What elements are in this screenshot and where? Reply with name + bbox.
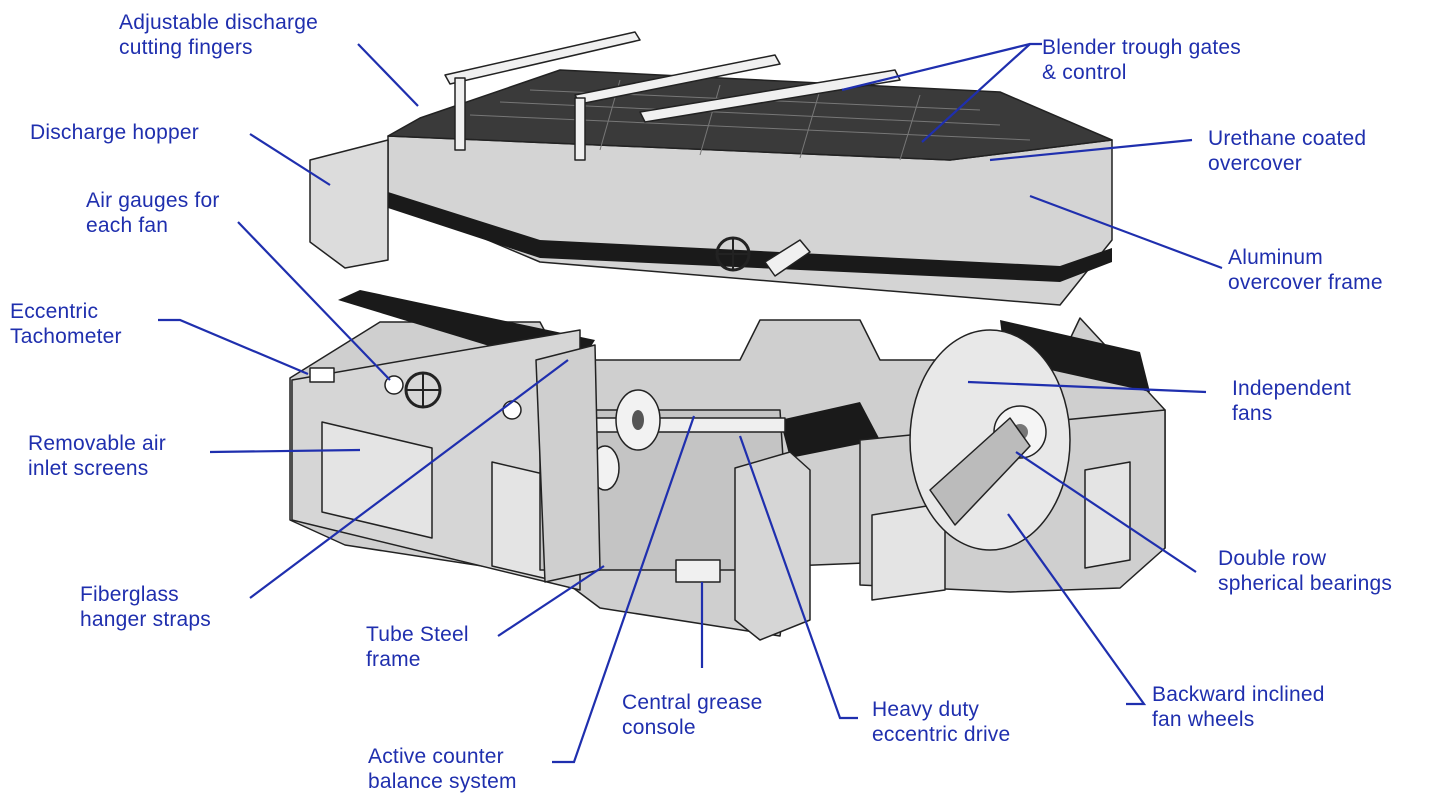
label-discharge-hopper: Discharge hopper <box>30 121 199 144</box>
discharge-hopper-box <box>309 139 389 269</box>
overcover-top <box>387 69 1113 161</box>
center-band <box>780 402 880 458</box>
overcover-band <box>388 192 1112 282</box>
leader-counter-balance <box>552 415 696 764</box>
overcover-box <box>387 135 1113 306</box>
leader-air-inlet <box>209 448 361 454</box>
leader-blender-trough-2 <box>841 42 1031 92</box>
label-blender-trough-gates: Blender trough gates& control <box>1042 36 1241 84</box>
v-belt <box>929 417 1031 526</box>
leader-fiberglass <box>249 359 569 599</box>
leader-fan-wheels <box>1007 513 1147 706</box>
leader-urethane <box>989 138 1193 162</box>
right-screen-2 <box>1084 461 1131 569</box>
top-rails <box>444 31 901 161</box>
leader-tube-steel <box>497 565 605 637</box>
right-band <box>1000 320 1150 392</box>
leader-aluminum <box>1029 194 1223 270</box>
tachometer-display <box>309 367 335 383</box>
leader-discharge-hopper <box>249 133 331 186</box>
overcover-handle <box>764 239 811 277</box>
leader-independent-fans <box>967 380 1207 394</box>
leader-spherical-bearings <box>1015 451 1197 573</box>
right-screen <box>871 502 946 601</box>
leader-adjustable-discharge <box>357 43 419 107</box>
leader-eccentric-drive <box>738 435 858 720</box>
leader-air-gauges <box>237 221 391 381</box>
leader-tachometer <box>158 318 309 376</box>
air-gauge-1 <box>384 375 404 395</box>
left-column <box>535 344 601 583</box>
leader-lines <box>158 42 1223 764</box>
center-column <box>734 451 811 641</box>
air-gauge-2 <box>502 400 522 420</box>
machine-body <box>289 31 1166 641</box>
grease-console <box>675 559 721 583</box>
